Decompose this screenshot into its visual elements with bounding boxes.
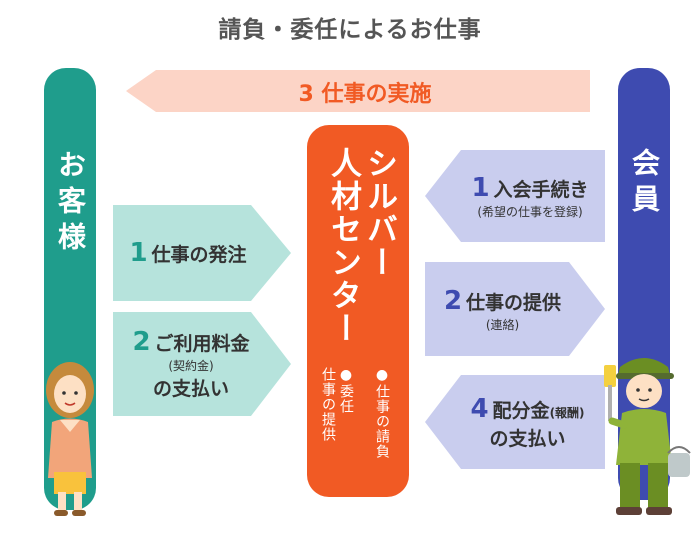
top-arrow — [126, 70, 590, 112]
distribute-number: 4 — [470, 393, 489, 424]
center-note-delegation: ●委任 仕事の提供 — [320, 367, 354, 442]
distribute-text2: の支払い — [489, 427, 566, 450]
distribute-sub: (報酬) — [549, 405, 585, 420]
center-note-contract: ●仕事の請負 — [374, 367, 390, 459]
order-text: 仕事の発注 — [151, 244, 247, 266]
center-title: シルバー 人材センター — [325, 147, 397, 345]
payment-number: 2 — [132, 327, 151, 357]
register-arrow — [425, 150, 605, 242]
provide-sub: (連絡) — [485, 317, 520, 332]
payment-text2: の支払い — [152, 378, 229, 400]
register-number: 1 — [471, 172, 490, 203]
silver-center-box: シルバー 人材センター ●仕事の請負 ●委任 仕事の提供 — [307, 125, 409, 497]
payment-arrow — [113, 312, 291, 416]
distribute-text: 配分金 — [492, 399, 550, 422]
order-arrow — [113, 205, 291, 301]
member-painter-illustration — [604, 358, 691, 515]
register-text: 入会手続き — [493, 178, 589, 201]
payment-sub: (契約金) — [168, 359, 214, 373]
order-number: 1 — [129, 238, 148, 268]
distribute-arrow — [425, 375, 605, 469]
customer-woman-illustration — [46, 362, 94, 516]
member-label: 会員 — [628, 148, 661, 220]
top-arrow-text: 仕事の実施 — [321, 82, 432, 107]
top-arrow-number: 3 — [298, 82, 314, 107]
provide-arrow — [425, 262, 605, 356]
provide-text: 仕事の提供 — [466, 291, 562, 314]
register-sub: (希望の仕事を登録) — [477, 204, 583, 219]
provide-number: 2 — [443, 285, 463, 316]
customer-label: お客様 — [54, 150, 87, 258]
top-arrow-label: 3 仕事の実施 — [205, 76, 525, 108]
diagram-title: 請負・委任によるお仕事 — [218, 17, 482, 43]
payment-text: ご利用料金 — [154, 333, 250, 355]
